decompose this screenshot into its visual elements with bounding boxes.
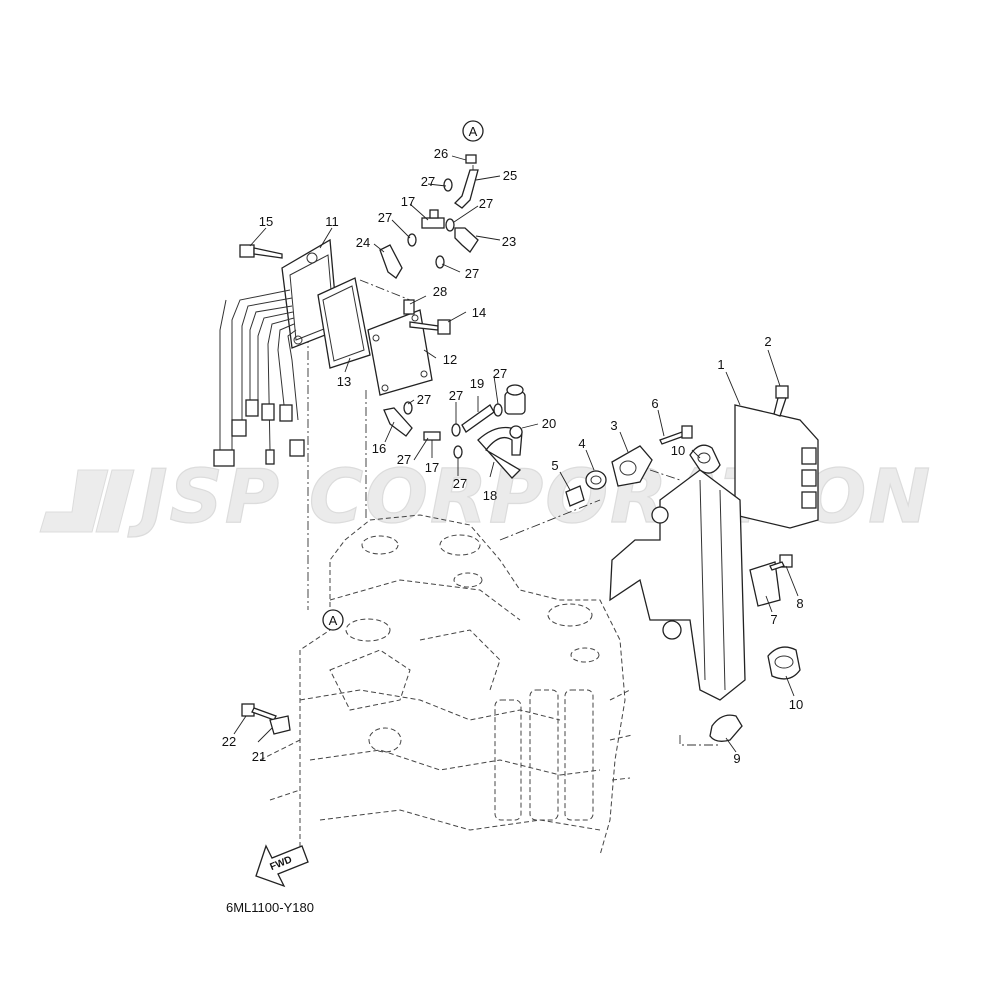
callout-28: 28 [433,284,447,299]
bolt-2 [773,385,789,417]
screw-6 [659,425,693,445]
callout-6: 6 [651,396,658,411]
damper-4 [585,470,607,490]
drawing-code: 6ML1100-Y180 [226,900,314,915]
callout-27-e: 27 [417,392,431,407]
svg-text:A: A [469,124,478,139]
bolt-8 [769,554,793,571]
holder-21 [269,715,291,735]
callout-16: 16 [372,441,386,456]
gasket-13 [317,277,371,369]
joint-17-lower [423,431,441,441]
callout-2: 2 [764,334,771,349]
watermark-logo-mark [39,469,109,533]
spark-plug-wires [213,289,305,467]
callout-3: 3 [610,418,617,433]
bolt-22 [241,703,277,721]
callout-labels: 1 2 3 4 5 6 7 8 9 10 10 11 12 13 14 15 1… [222,146,804,766]
leader-lines [233,155,799,753]
hose-23 [454,227,479,253]
callout-9: 9 [733,751,740,766]
hose-24 [379,244,403,279]
callout-20: 20 [542,416,556,431]
fwd-arrow: FWD [255,844,309,888]
engine-block [259,514,633,856]
holder-3 [611,445,653,487]
watermark-logo-bar [95,469,135,533]
callout-27-d: 27 [465,266,479,281]
callout-23: 23 [502,234,516,249]
callout-18: 18 [483,488,497,503]
callout-27-c: 27 [378,210,392,225]
joint-17-top [421,209,445,229]
callout-22: 22 [222,734,236,749]
callout-14: 14 [472,305,486,320]
clips-27-lower [403,401,503,459]
callout-27-a: 27 [421,174,435,189]
callout-15: 15 [259,214,273,229]
clips-27-top [407,178,455,269]
clamp-10-upper [689,444,721,474]
callout-17-top: 17 [401,194,415,209]
callout-25: 25 [503,168,517,183]
ref-marker-a-engine: A [322,609,344,631]
grommet-5 [565,485,585,507]
callout-5: 5 [551,458,558,473]
valve-20 [504,384,526,439]
callout-13: 13 [337,374,351,389]
callout-7: 7 [770,612,777,627]
callout-26: 26 [434,146,448,161]
bolt-15 [239,244,283,259]
callout-12: 12 [443,352,457,367]
fitting-28 [403,299,415,315]
hose-18 [477,426,523,479]
callout-11: 11 [325,214,339,229]
callout-10-lower: 10 [789,697,803,712]
callout-27-h: 27 [493,366,507,381]
callout-10-upper: 10 [671,443,685,458]
mounting-bracket [609,469,746,701]
bolt-14 [409,319,451,335]
callout-8: 8 [796,596,803,611]
clip-26 [465,154,477,164]
cover-plate-12 [367,309,433,396]
callout-21: 21 [252,749,266,764]
callout-27-b: 27 [479,196,493,211]
callout-27-i: 27 [453,476,467,491]
callout-1: 1 [717,357,724,372]
ecu-unit-1 [734,404,819,529]
hose-25 [453,169,479,209]
bracket-7 [749,561,781,607]
callout-17-lower: 17 [425,460,439,475]
callout-27-g: 27 [449,388,463,403]
hose-16 [383,407,413,437]
ref-marker-a-top: A [462,120,484,142]
callout-27-f: 27 [397,452,411,467]
callout-24: 24 [356,235,370,250]
clamp-10-lower [767,646,801,680]
callout-4: 4 [578,436,585,451]
clamp-9 [709,714,743,742]
svg-text:A: A [329,613,338,628]
callout-19: 19 [470,376,484,391]
